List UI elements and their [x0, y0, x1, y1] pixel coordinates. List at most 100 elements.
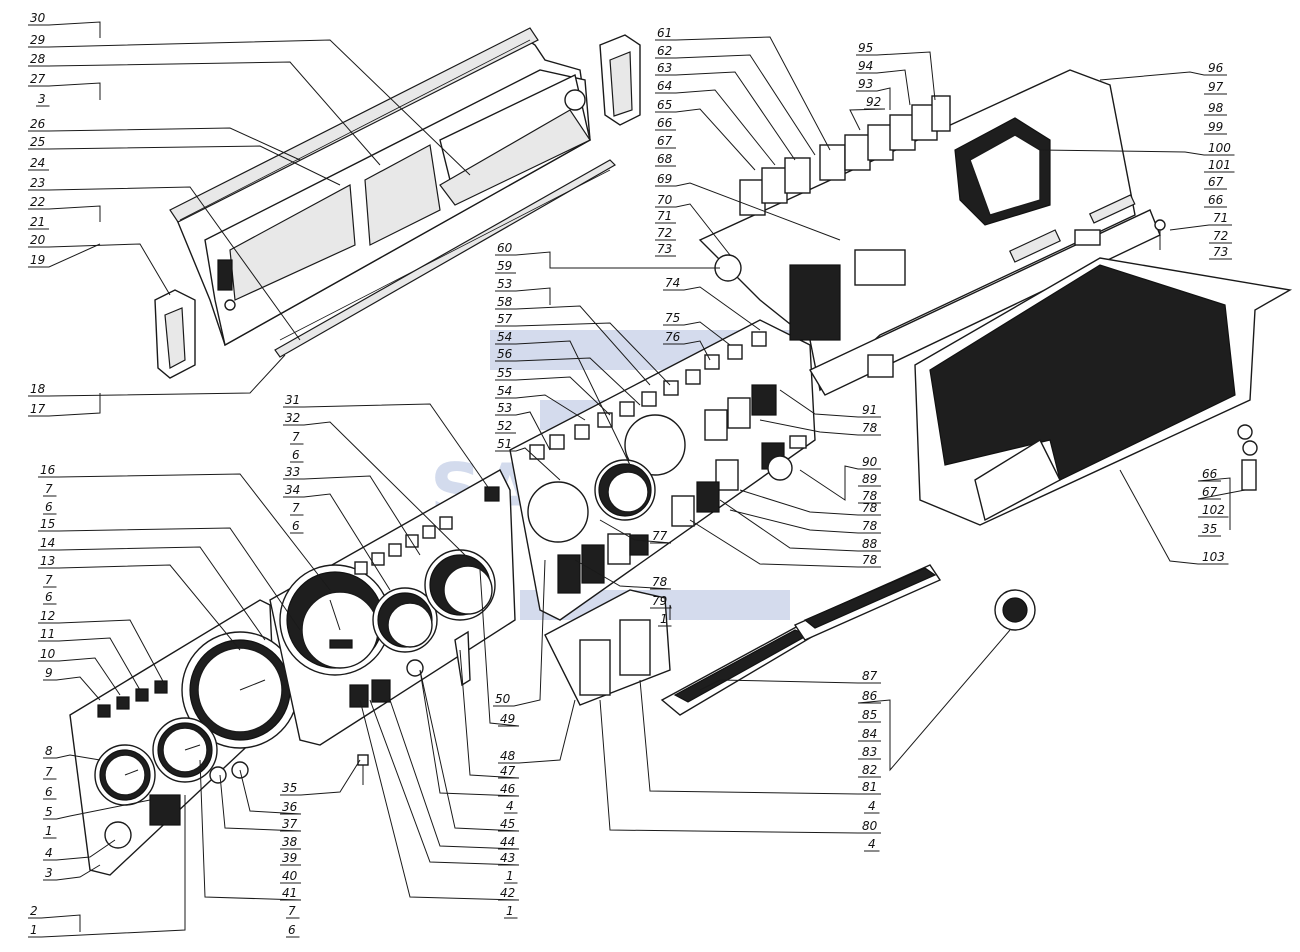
callout-number: 45 — [500, 817, 515, 831]
callout-number: 54 — [497, 384, 512, 398]
relay-bracket — [698, 69, 1166, 396]
callout-number: 79 — [652, 594, 667, 608]
callout-number: 31 — [285, 393, 300, 407]
callout-number: 15 — [40, 517, 55, 531]
callout-leader — [28, 243, 171, 296]
callout-leader — [655, 182, 841, 241]
callout-number: 83 — [862, 745, 877, 759]
callout-number: 53 — [497, 401, 512, 415]
callout-leader — [495, 447, 561, 481]
callout-leader — [495, 411, 551, 451]
callout-number: 60 — [497, 241, 513, 255]
callout-leader — [655, 36, 831, 151]
callout-number: 16 — [40, 463, 56, 477]
callout-number: 100 — [1208, 141, 1231, 155]
callout-number: 20 — [30, 233, 46, 247]
callout-number: 42 — [500, 886, 515, 900]
upper-dashboard-frame — [154, 27, 641, 379]
callout-number: 27 — [30, 72, 46, 86]
callout-number: 3 — [45, 866, 53, 880]
callout-number: 9 — [45, 666, 53, 680]
callout-number: 56 — [497, 347, 513, 361]
callout-number: 52 — [497, 419, 512, 433]
callout-leader — [639, 679, 881, 795]
callout-number: 91 — [862, 403, 877, 417]
callout-number: 1 — [45, 824, 53, 838]
callout-number: 77 — [652, 529, 668, 543]
callout-number: 5 — [45, 805, 53, 819]
callout-leader — [1039, 149, 1235, 156]
callout-leader — [495, 340, 631, 466]
callout-number: 6 — [292, 448, 300, 462]
callout-leader — [495, 251, 720, 269]
callout-leader — [38, 546, 266, 641]
callout-leader — [1119, 469, 1229, 565]
callout-number: 66 — [657, 116, 673, 130]
callout-number: 7 — [45, 482, 53, 496]
callout-number: 67 — [1208, 175, 1224, 189]
callout-leader — [43, 676, 101, 701]
callout-number: 6 — [45, 785, 53, 799]
callout-number: 64 — [657, 79, 672, 93]
callout-leader — [759, 419, 881, 436]
callout-number: 78 — [652, 575, 668, 589]
callout-leader — [493, 559, 546, 707]
callout-number: 8 — [45, 744, 53, 758]
callout-number: 13 — [40, 554, 55, 568]
callout-leader — [574, 559, 672, 590]
callout-number: 78 — [862, 501, 878, 515]
callout-number: 66 — [1202, 467, 1218, 481]
callout-number: 6 — [45, 590, 53, 604]
callout-number: 44 — [500, 835, 515, 849]
callout-number: 81 — [862, 780, 877, 794]
callout-number: 89 — [862, 472, 877, 486]
callout-leader — [283, 493, 391, 591]
callout-number: 21 — [30, 215, 45, 229]
callout-leader — [28, 795, 186, 938]
callout-leader — [856, 51, 936, 101]
callout-leader — [38, 657, 121, 696]
callout-leader — [650, 604, 672, 620]
callout-leader — [459, 649, 520, 779]
callout-leader — [280, 759, 361, 796]
callout-number: 7 — [45, 765, 53, 779]
callout-number: 62 — [657, 44, 672, 58]
callout-number: 61 — [657, 26, 672, 40]
callout-leader — [655, 71, 796, 161]
callout-leader — [38, 619, 166, 686]
callout-number: 87 — [862, 669, 878, 683]
callout-leader — [663, 321, 731, 346]
callout-leader — [739, 489, 881, 516]
glove-tray — [914, 257, 1293, 526]
callout-number: 72 — [1213, 229, 1228, 243]
callout-leader — [663, 286, 761, 331]
callout-number: 38 — [282, 835, 298, 849]
callout-number: 59 — [497, 259, 512, 273]
callout-number: 2 — [30, 904, 38, 918]
callout-number: 35 — [282, 781, 297, 795]
small-gauge-2 — [94, 744, 156, 806]
callout-leader — [199, 759, 302, 901]
callout-number: 73 — [1213, 245, 1228, 259]
callout-number: 7 — [292, 501, 300, 515]
callout-number: 76 — [665, 330, 681, 344]
callout-leader — [38, 527, 301, 631]
callout-number: 10 — [40, 647, 56, 661]
callout-leader — [43, 799, 151, 820]
callout-leader — [1169, 224, 1232, 231]
callout-number: 101 — [1208, 158, 1231, 172]
callout-leader — [495, 357, 641, 406]
callout-leader — [719, 499, 881, 552]
callout-number: 78 — [862, 553, 878, 567]
callout-number: 53 — [497, 277, 512, 291]
callout-number: 22 — [30, 195, 45, 209]
callout-leader — [495, 322, 671, 386]
callout-number: 36 — [282, 800, 298, 814]
callout-number: 88 — [862, 537, 878, 551]
callout-number: 7 — [45, 573, 53, 587]
callout-number: 1 — [506, 904, 514, 918]
callout-number: 57 — [497, 312, 513, 326]
left-instrument-panel — [69, 599, 299, 876]
center-clock-gauge — [594, 459, 656, 521]
callout-leader — [28, 61, 381, 166]
